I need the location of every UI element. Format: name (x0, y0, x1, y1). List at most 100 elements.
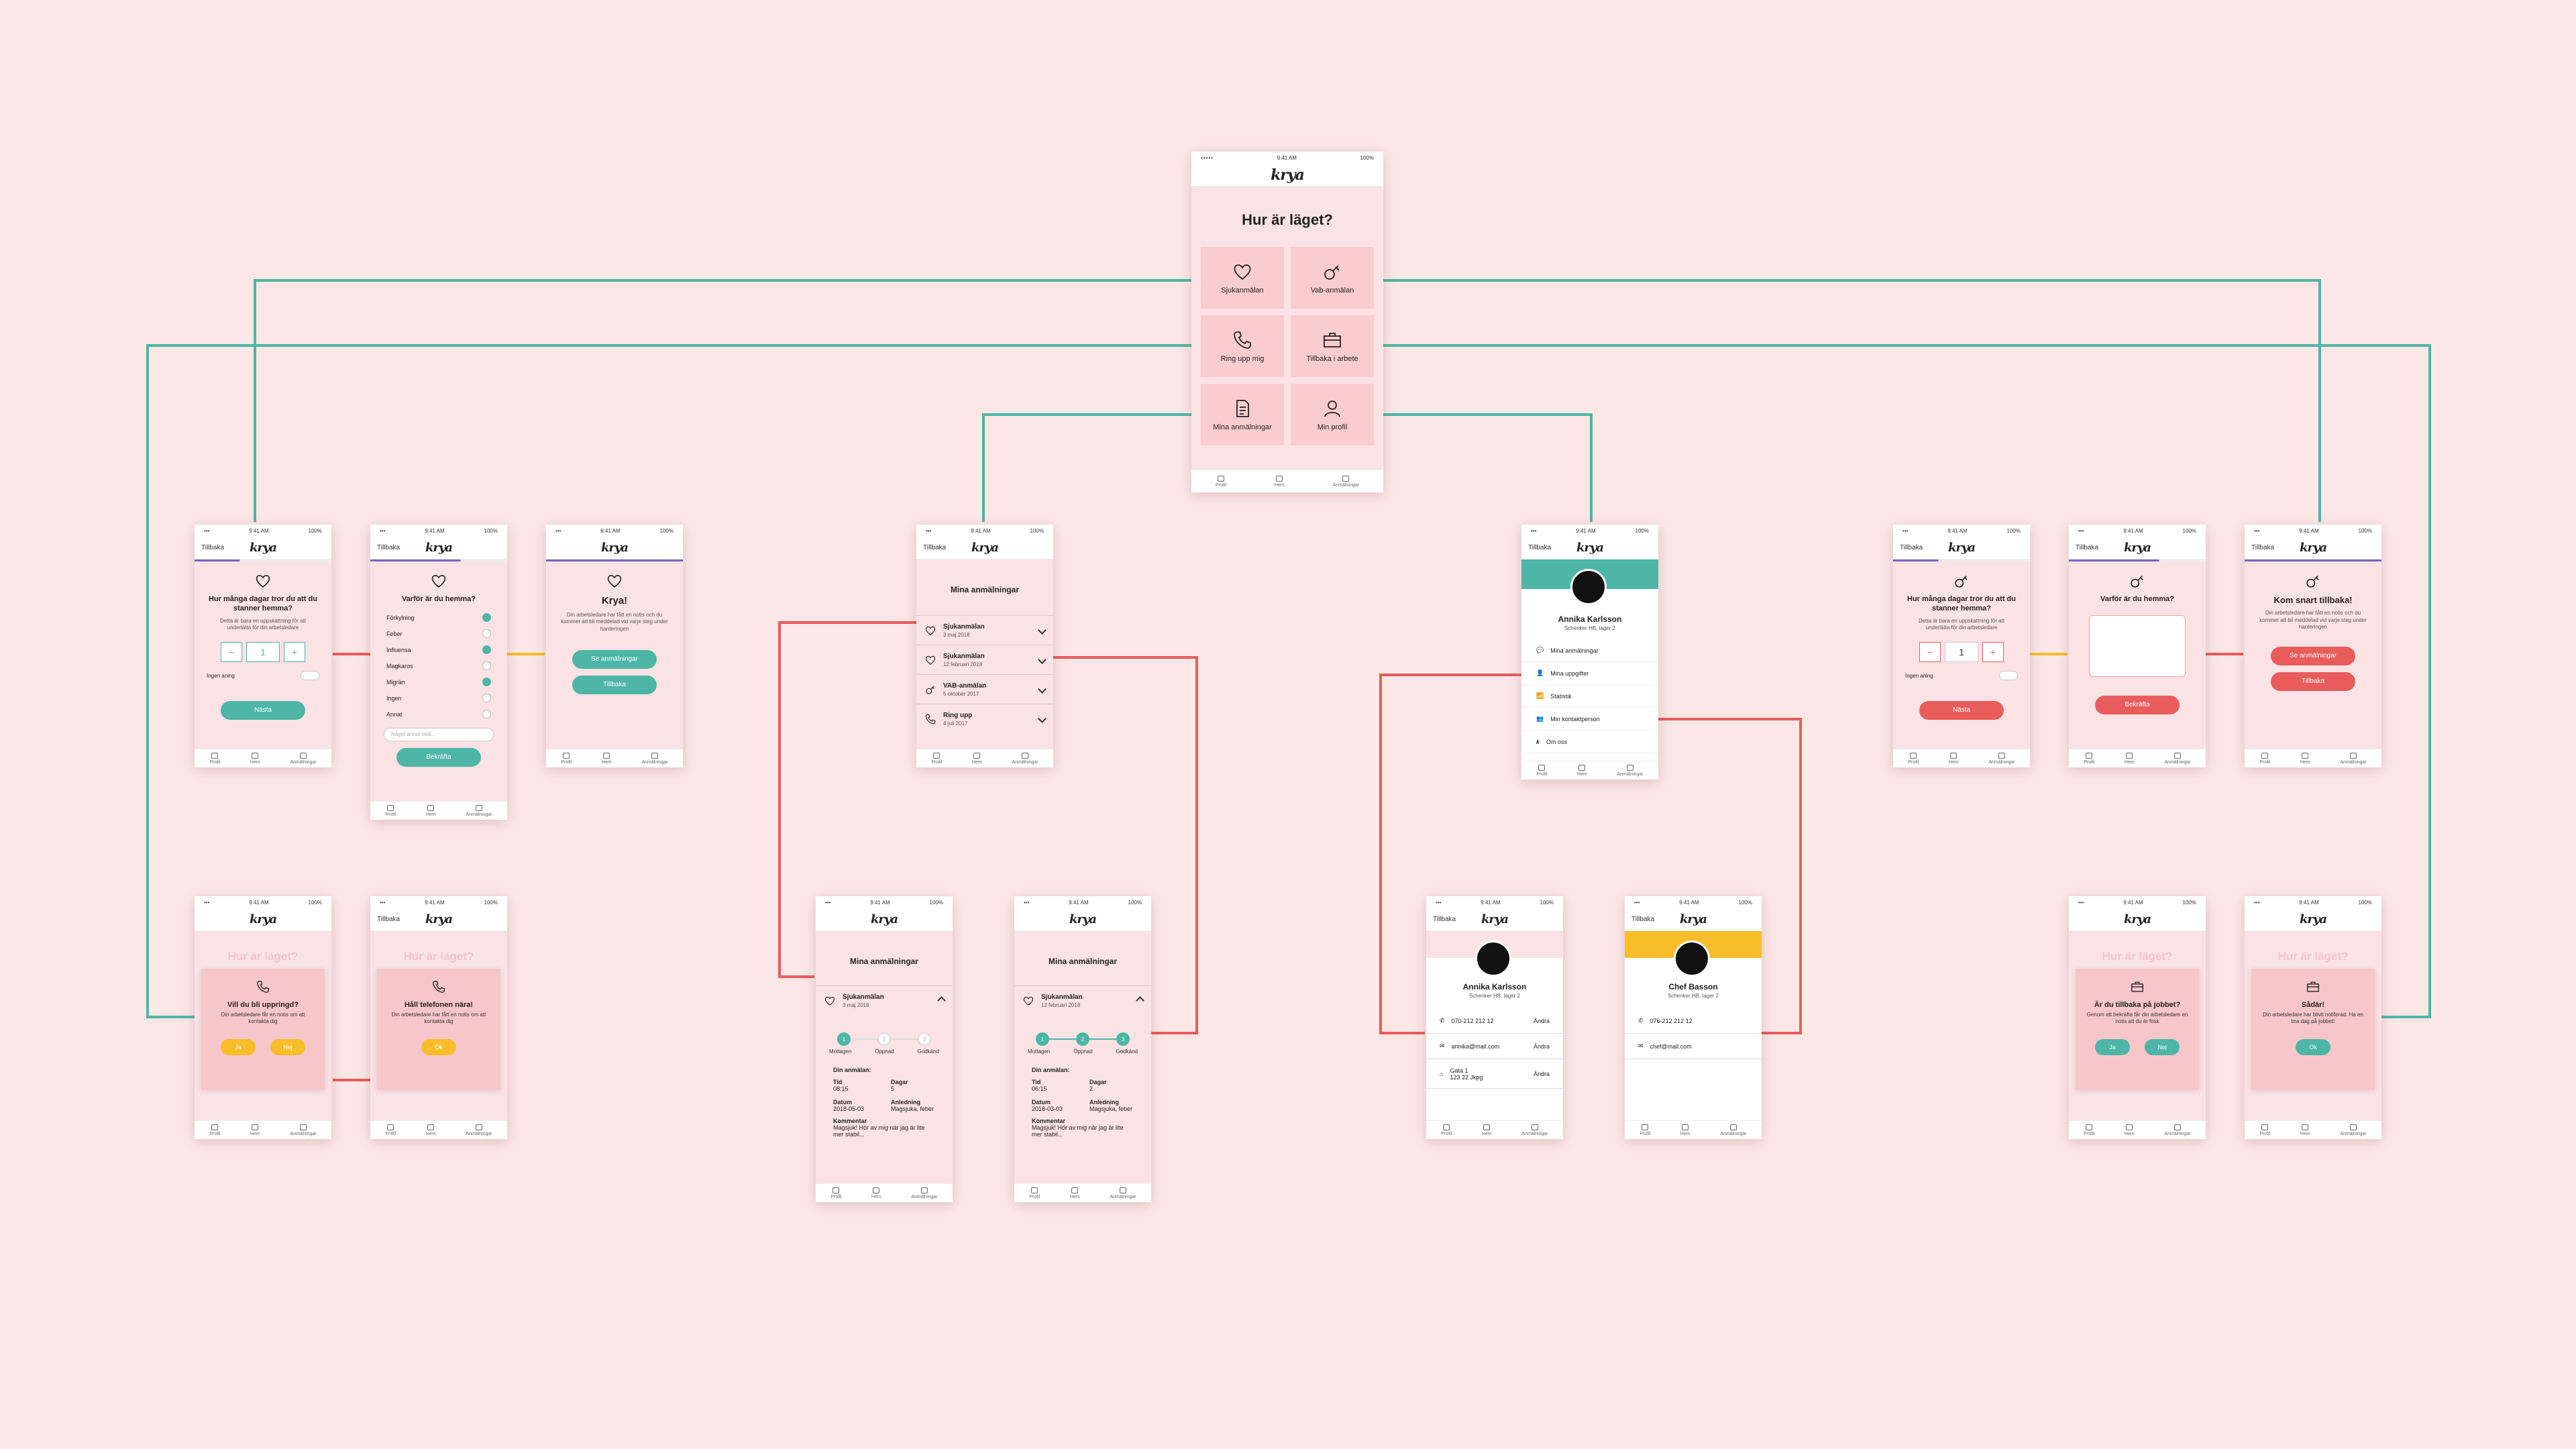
unknown-toggle[interactable] (301, 671, 319, 681)
tab-reports[interactable]: Anmälningar (1988, 752, 2015, 765)
tab-profile[interactable]: Profil (1216, 475, 1226, 488)
tab-home[interactable]: Hem (1949, 752, 1959, 765)
tab-profile[interactable]: Profil (2084, 752, 2094, 765)
reason-option[interactable]: Magkaros (370, 658, 507, 674)
option-checkbox[interactable] (482, 710, 491, 719)
tab-profile[interactable]: Profil (1536, 764, 1547, 777)
tile-profile[interactable]: Min profil (1291, 384, 1374, 445)
tab-reports[interactable]: Anmälningar (1012, 752, 1038, 765)
confirm-button[interactable]: Bekräfta (396, 747, 481, 767)
tab-profile[interactable]: Profil (1029, 1187, 1040, 1199)
yes-button[interactable]: Ja (221, 1038, 256, 1055)
tab-home[interactable]: Hem (972, 752, 982, 765)
reason-option[interactable]: Feber (370, 626, 507, 642)
back-button[interactable]: Tillbaka (2271, 672, 2355, 692)
back-link[interactable]: Tillbaka (1433, 916, 1456, 923)
tile-callback[interactable]: Ring upp mig (1201, 315, 1284, 377)
tab-home[interactable]: Hem (1482, 1124, 1492, 1136)
plus-button[interactable]: + (284, 642, 305, 663)
tile-reports[interactable]: Mina anmälningar (1201, 384, 1284, 445)
back-link[interactable]: Tillbaka (1631, 916, 1655, 923)
see-reports-button[interactable]: Se anmälningar (2271, 647, 2355, 666)
tile-return[interactable]: Tillbaka i arbete (1291, 315, 1374, 377)
ok-button[interactable]: Ok (2296, 1038, 2330, 1055)
no-button[interactable]: Nej (270, 1038, 305, 1055)
tab-reports[interactable]: Anmälningar (466, 804, 492, 817)
tile-vab[interactable]: Vab-anmälan (1291, 247, 1374, 309)
tab-home[interactable]: Hem (602, 752, 612, 765)
tab-reports[interactable]: Anmälningar (2164, 1124, 2191, 1136)
menu-statistics[interactable]: 📶Statistik (1521, 685, 1658, 708)
option-checkbox[interactable] (482, 678, 491, 687)
option-checkbox[interactable] (482, 661, 491, 671)
see-reports-button[interactable]: Se anmälningar (572, 649, 657, 669)
tab-profile[interactable]: Profil (2084, 1124, 2094, 1136)
tab-reports[interactable]: Anmälningar (2164, 752, 2191, 765)
email-row[interactable]: ✉chef@mail.com (1625, 1034, 1762, 1059)
tab-home[interactable]: Hem (1577, 764, 1587, 777)
tab-profile[interactable]: Profil (1640, 1124, 1650, 1136)
tab-home[interactable]: Hem (1680, 1124, 1690, 1136)
back-link[interactable]: Tillbaka (377, 916, 400, 923)
tab-reports[interactable]: Anmälningar (290, 752, 317, 765)
option-checkbox[interactable] (482, 613, 491, 623)
phone-row[interactable]: ✆076-212 212 12 (1625, 1008, 1762, 1034)
back-button[interactable]: Tillbaka (572, 675, 657, 694)
tab-profile[interactable]: Profil (385, 804, 396, 817)
tab-home[interactable]: Hem (426, 804, 436, 817)
tab-home[interactable]: Hem (2125, 1124, 2135, 1136)
tab-home[interactable]: Hem (2300, 752, 2310, 765)
no-button[interactable]: Nej (2145, 1038, 2180, 1055)
other-reason-input[interactable]: Något annat skäl... (384, 727, 494, 741)
next-button[interactable]: Nästa (1919, 701, 2004, 720)
back-link[interactable]: Tillbaka (377, 544, 400, 551)
yes-button[interactable]: Ja (2095, 1038, 2130, 1055)
edit-link[interactable]: Ändra (1533, 1017, 1550, 1024)
edit-link[interactable]: Ändra (1533, 1070, 1550, 1077)
days-stepper[interactable]: −1+ (195, 642, 331, 663)
tab-home[interactable]: Hem (1070, 1187, 1080, 1199)
tab-profile[interactable]: Profil (931, 752, 942, 765)
minus-button[interactable]: − (221, 642, 242, 663)
ok-button[interactable]: Ok (421, 1038, 456, 1055)
tab-home[interactable]: Hem (2125, 752, 2135, 765)
back-link[interactable]: Tillbaka (1528, 544, 1552, 551)
tab-profile[interactable]: Profil (2259, 752, 2270, 765)
tab-home[interactable]: Hem (426, 1124, 436, 1136)
reason-option[interactable]: Migrän (370, 674, 507, 690)
tab-profile[interactable]: Profil (385, 1124, 396, 1136)
tile-sick[interactable]: Sjukanmälan (1201, 247, 1284, 309)
menu-my-details[interactable]: 👤Mina uppgifter (1521, 662, 1658, 685)
tab-home[interactable]: Hem (1275, 475, 1285, 488)
back-link[interactable]: Tillbaka (2076, 544, 2099, 551)
tab-profile[interactable]: Profil (830, 1187, 841, 1199)
tab-reports[interactable]: Anmälningar (911, 1187, 938, 1199)
option-checkbox[interactable] (482, 694, 491, 703)
reason-option[interactable]: Annat (370, 706, 507, 722)
tab-reports[interactable]: Anmälningar (1720, 1124, 1747, 1136)
back-link[interactable]: Tillbaka (201, 544, 225, 551)
days-stepper[interactable]: −1+ (1893, 642, 2030, 663)
tab-home[interactable]: Hem (2300, 1124, 2310, 1136)
tab-reports[interactable]: Anmälningar (2340, 752, 2367, 765)
option-checkbox[interactable] (482, 629, 491, 639)
confirm-button[interactable]: Bekräfta (2095, 695, 2180, 714)
next-button[interactable]: Nästa (221, 701, 305, 720)
tab-profile[interactable]: Profil (2259, 1124, 2270, 1136)
tab-home[interactable]: Hem (250, 1124, 260, 1136)
reason-textarea[interactable] (2089, 614, 2186, 677)
tab-profile[interactable]: Profil (1441, 1124, 1452, 1136)
back-link[interactable]: Tillbaka (923, 544, 947, 551)
plus-button[interactable]: + (1982, 642, 2004, 663)
tab-reports[interactable]: Anmälningar (466, 1124, 492, 1136)
back-link[interactable]: Tillbaka (1900, 544, 1923, 551)
tab-reports[interactable]: Anmälningar (1110, 1187, 1136, 1199)
menu-contact-person[interactable]: 👥Min kontaktperson (1521, 708, 1658, 731)
tab-profile[interactable]: Profil (209, 1124, 220, 1136)
